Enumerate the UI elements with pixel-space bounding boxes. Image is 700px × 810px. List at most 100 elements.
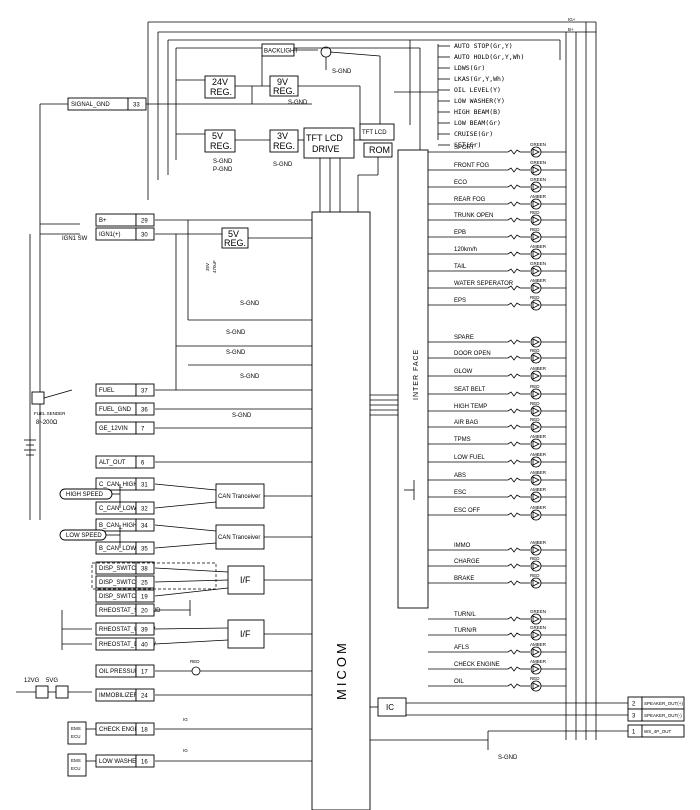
connector-label: FUEL_GND bbox=[99, 407, 132, 413]
resistor-icon bbox=[507, 477, 521, 483]
led-color-label: AMBER bbox=[530, 434, 547, 439]
connector-pin-number: 37 bbox=[141, 389, 148, 395]
if-block-1 bbox=[227, 565, 265, 595]
diode-icon bbox=[532, 682, 540, 690]
connector-pin: B+ 29 bbox=[95, 213, 155, 227]
led-color-label: AMBER bbox=[530, 487, 547, 492]
connector-pin-number: 24 bbox=[141, 694, 148, 700]
led-color-label: GREEN bbox=[530, 609, 546, 614]
rail-b-label: B+ bbox=[568, 27, 574, 32]
diode-icon bbox=[532, 440, 540, 448]
connector-label-box bbox=[641, 708, 685, 722]
led-color-label: RED bbox=[530, 295, 540, 300]
connector-pin-box bbox=[135, 622, 155, 636]
ems-ecu-box-1 bbox=[67, 721, 87, 745]
if-1-label: I/F bbox=[240, 575, 251, 585]
resistor-icon bbox=[507, 632, 521, 638]
power-rails: IG+ B+ bbox=[147, 17, 597, 740]
reg-5v-b-line2: REG. bbox=[224, 238, 246, 248]
indicator-label: GLOW bbox=[454, 369, 473, 375]
led-color-label: RED bbox=[530, 348, 540, 353]
diode-icon bbox=[532, 267, 540, 275]
resistor-icon bbox=[507, 441, 521, 447]
resistor-icon bbox=[507, 149, 521, 155]
connector-pin-number: 3 bbox=[632, 714, 636, 720]
connector-pin-box bbox=[135, 637, 155, 651]
connector-pin-box bbox=[135, 213, 155, 227]
indicator-row: EPS RED bbox=[428, 295, 566, 311]
connector-label: SPEAKER_OUT(-) bbox=[644, 713, 682, 718]
connector-pin-number: 29 bbox=[141, 219, 148, 225]
micom-label: MICOM bbox=[334, 640, 349, 700]
ems-ecu-2-line2: ECU bbox=[71, 766, 81, 771]
tft-lcd-block bbox=[359, 123, 395, 141]
resistor-icon bbox=[507, 285, 521, 291]
connector-label: B+ bbox=[99, 218, 107, 224]
fuel-ohm-label: 8~200Ω bbox=[36, 420, 58, 426]
indicator-row: SPARE bbox=[428, 335, 566, 348]
indicator-label: SPORT bbox=[454, 145, 475, 151]
reg-3v-line1: 3V bbox=[277, 131, 288, 141]
resistor-icon bbox=[507, 547, 521, 553]
diode-icon bbox=[532, 250, 540, 258]
connector-label: DISP_SWITCH(-) bbox=[99, 594, 146, 600]
connector-pin-box bbox=[135, 688, 155, 702]
indicator-label: ECO bbox=[454, 180, 467, 186]
indicator-label: SPARE bbox=[454, 335, 474, 341]
resistor-icon bbox=[507, 268, 521, 274]
led-color-label: GREEN bbox=[530, 142, 546, 147]
diode-icon bbox=[532, 200, 540, 208]
resistor-icon bbox=[507, 494, 521, 500]
indicator-label: TRUNK OPEN bbox=[454, 213, 493, 219]
resistor-icon bbox=[507, 355, 521, 361]
diode-icon bbox=[532, 284, 540, 292]
left-components: IGN1 SW 5V REG. 35V 470uF S-GND S-GND S-… bbox=[16, 103, 312, 777]
ems-ecu-box-2 bbox=[67, 753, 87, 777]
disp-switch-group bbox=[91, 562, 217, 590]
ems-ecu-1-line2: ECU bbox=[71, 734, 81, 739]
connector-pin-box bbox=[135, 477, 155, 491]
connector-label: C_CAN_LOW bbox=[99, 506, 137, 512]
indicator-label: EPS bbox=[454, 298, 466, 304]
ig-label-1: IG bbox=[183, 717, 188, 722]
indicator-label: TPMS bbox=[454, 437, 471, 443]
tft-item-bracket bbox=[394, 44, 439, 140]
cap-label-1: 35V bbox=[205, 263, 210, 271]
indicator-label: FRONT FOG bbox=[454, 163, 490, 169]
connector-label: SIGNAL_GND bbox=[71, 102, 110, 108]
resistor-icon bbox=[507, 666, 521, 672]
connector-pin-number: 25 bbox=[141, 581, 148, 587]
resistor-icon bbox=[507, 649, 521, 655]
connector-label: DISP_SWITCH2(+) bbox=[99, 580, 151, 586]
diode-icon bbox=[532, 631, 540, 639]
connector-pin-box bbox=[135, 227, 155, 241]
connector-pin-box bbox=[135, 603, 155, 617]
led-color-label: GREEN bbox=[530, 177, 546, 182]
connector-pin-box bbox=[135, 383, 155, 397]
connector-label: RHEOSTAT_UP_SW bbox=[99, 627, 156, 633]
connector-pin-box bbox=[135, 589, 155, 603]
interface-block bbox=[397, 149, 429, 609]
tft-item-label: OIL LEVEL(Y) bbox=[454, 86, 501, 94]
connector-label: OIL PRESSURE bbox=[99, 669, 143, 675]
connector-pin: DISP_SWITCH1(+)38 bbox=[95, 561, 155, 575]
led-color-label: AMBER bbox=[530, 470, 547, 475]
diode-icon bbox=[532, 511, 540, 519]
led-color-label: RED bbox=[530, 573, 540, 578]
connector-label: RHEOSTAT_SW_GND bbox=[99, 608, 161, 614]
tft-lcd-label: TFT LCD bbox=[362, 130, 387, 136]
rail-ig-label: IG+ bbox=[568, 17, 576, 22]
led-color-label: AMBER bbox=[530, 540, 547, 545]
ems-ecu-2-line1: EMS bbox=[71, 758, 81, 763]
low-speed-label: LOW SPEED bbox=[66, 533, 102, 539]
reg-24v-block bbox=[204, 75, 236, 99]
